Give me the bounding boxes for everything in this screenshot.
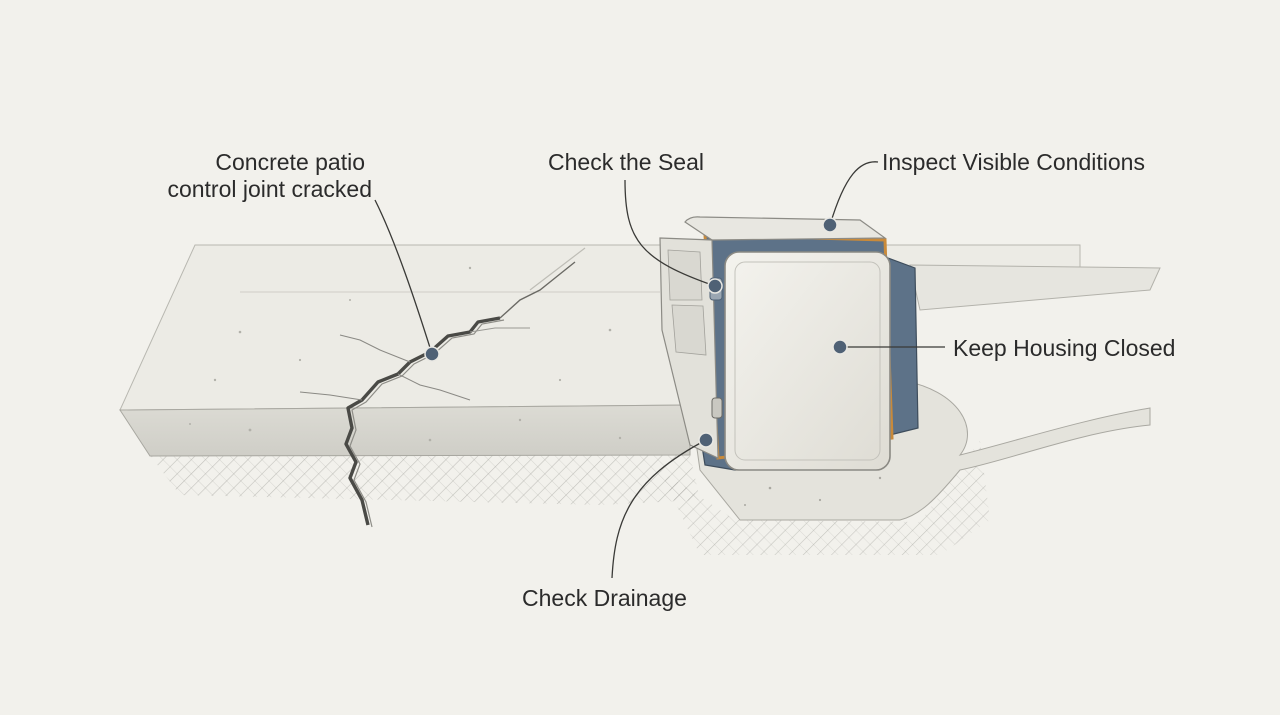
slab-crack bbox=[299, 261, 576, 528]
label-check-drainage: Check Drainage bbox=[522, 585, 687, 611]
label-crack-line2: control joint cracked bbox=[167, 176, 372, 202]
dot-drainage bbox=[698, 432, 714, 448]
leader-drainage bbox=[611, 439, 707, 579]
leader-dots bbox=[424, 217, 848, 448]
leader-seal bbox=[624, 179, 716, 287]
leader-conditions bbox=[829, 161, 879, 226]
dot-seal bbox=[707, 278, 723, 294]
leader-lines bbox=[374, 161, 945, 579]
callout-labels: Concrete patio control joint cracked Che… bbox=[167, 149, 1175, 611]
leader-crack bbox=[374, 199, 433, 355]
dot-conditions bbox=[822, 217, 838, 233]
label-check-seal: Check the Seal bbox=[548, 149, 704, 175]
ground-hatching bbox=[150, 440, 990, 555]
electrical-housing bbox=[659, 216, 919, 471]
dot-crack bbox=[424, 346, 440, 362]
label-crack-line1: Concrete patio bbox=[215, 149, 365, 175]
label-inspect-conditions: Inspect Visible Conditions bbox=[882, 149, 1145, 175]
dot-housing bbox=[832, 339, 848, 355]
label-keep-housing-closed: Keep Housing Closed bbox=[953, 335, 1175, 361]
